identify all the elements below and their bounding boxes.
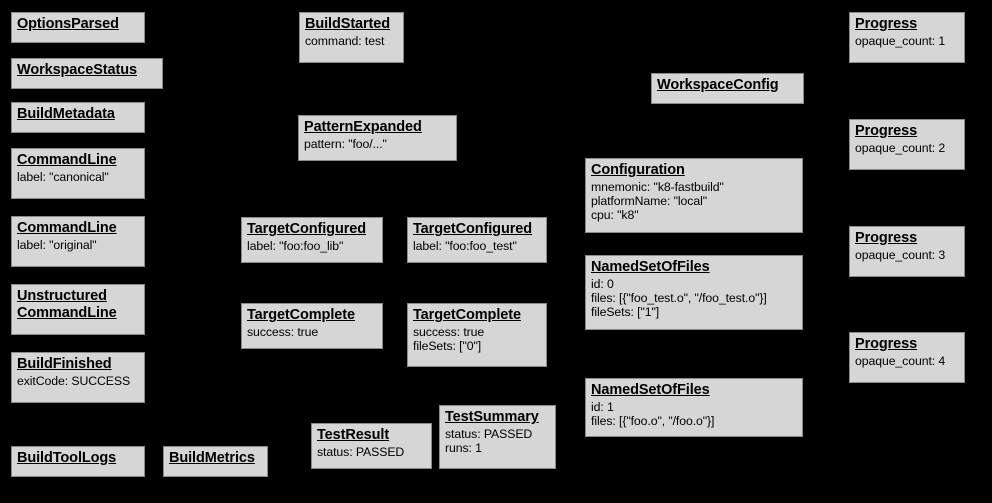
node-field: label: "foo:foo_lib" [247, 238, 344, 253]
node-build-tool-logs[interactable]: BuildToolLogs [11, 446, 145, 477]
node-title: BuildFinished [17, 356, 112, 372]
node-field: fileSets: ["0"] [413, 339, 482, 354]
node-workspace-status[interactable]: WorkspaceStatus [11, 58, 163, 89]
node-title: TestSummary [445, 409, 539, 425]
node-fields: opaque_count: 1 [855, 34, 959, 48]
node-title: TestResult [317, 427, 390, 443]
node-field: runs: 1 [445, 441, 482, 456]
node-fields: status: PASSED [317, 445, 426, 459]
node-title: OptionsParsed [17, 16, 119, 32]
node-field: label: "foo:foo_test" [413, 238, 517, 253]
node-title: WorkspaceConfig [657, 77, 779, 93]
node-fields: exitCode: SUCCESS [17, 374, 139, 388]
node-fields: command: test [305, 34, 398, 48]
node-title: BuildMetrics [169, 450, 255, 466]
node-fields: mnemonic: "k8-fastbuild"platformName: "l… [591, 180, 797, 223]
node-field: label: "original" [17, 237, 97, 252]
node-fields: label: "foo:foo_lib" [247, 239, 377, 253]
node-workspace-config[interactable]: WorkspaceConfig [651, 73, 804, 104]
node-field: command: test [305, 33, 385, 48]
node-title: CommandLine [17, 220, 117, 236]
node-title: BuildToolLogs [17, 450, 117, 466]
node-title: TargetComplete [413, 307, 521, 323]
node-title: BuildStarted [305, 16, 391, 32]
node-title: TargetComplete [247, 307, 355, 323]
node-title: TargetConfigured [413, 221, 532, 237]
node-field: fileSets: ["1"] [591, 305, 660, 320]
node-field: opaque_count: 3 [855, 247, 946, 262]
node-field: files: [{"foo.o", "/foo.o"}] [591, 414, 715, 429]
node-title: BuildMetadata [17, 106, 115, 122]
node-title: Unstructured CommandLine [17, 288, 117, 321]
node-field: cpu: "k8" [591, 208, 639, 223]
node-fields: pattern: "foo/..." [304, 137, 451, 151]
node-fields: opaque_count: 4 [855, 354, 959, 368]
node-build-metadata[interactable]: BuildMetadata [11, 102, 145, 133]
node-field: id: 1 [591, 399, 614, 414]
node-field: opaque_count: 1 [855, 33, 946, 48]
node-field: exitCode: SUCCESS [17, 373, 131, 388]
node-title: Configuration [591, 162, 685, 178]
node-fields: label: "canonical" [17, 170, 139, 184]
node-title: TargetConfigured [247, 221, 366, 237]
node-field: files: [{"foo_test.o", "/foo_test.o"}] [591, 291, 767, 306]
node-title: Progress [855, 16, 918, 32]
node-title: Progress [855, 123, 918, 139]
node-field: id: 0 [591, 276, 614, 291]
node-title: NamedSetOfFiles [591, 382, 710, 398]
node-title: Progress [855, 336, 918, 352]
node-options-parsed[interactable]: OptionsParsed [11, 12, 145, 43]
node-field: success: true [413, 324, 485, 339]
node-title: PatternExpanded [304, 119, 422, 135]
node-fields: label: "original" [17, 238, 139, 252]
node-build-metrics[interactable]: BuildMetrics [163, 446, 268, 477]
node-title: WorkspaceStatus [17, 62, 137, 78]
node-fields: opaque_count: 2 [855, 141, 959, 155]
node-field: platformName: "local" [591, 194, 707, 209]
node-title: Progress [855, 230, 918, 246]
node-fields: label: "foo:foo_test" [413, 239, 541, 253]
node-fields: opaque_count: 3 [855, 248, 959, 262]
node-field: opaque_count: 2 [855, 140, 946, 155]
node-field: mnemonic: "k8-fastbuild" [591, 179, 724, 194]
node-unstructured-command-line[interactable]: Unstructured CommandLine [11, 284, 145, 335]
node-title: CommandLine [17, 152, 117, 168]
node-field: label: "canonical" [17, 169, 109, 184]
node-title: NamedSetOfFiles [591, 259, 710, 275]
node-fields: success: true [247, 325, 377, 339]
node-field: opaque_count: 4 [855, 353, 946, 368]
node-field: success: true [247, 324, 319, 339]
node-field: pattern: "foo/..." [304, 136, 387, 151]
node-field: status: PASSED [445, 426, 533, 441]
node-field: status: PASSED [317, 444, 405, 459]
